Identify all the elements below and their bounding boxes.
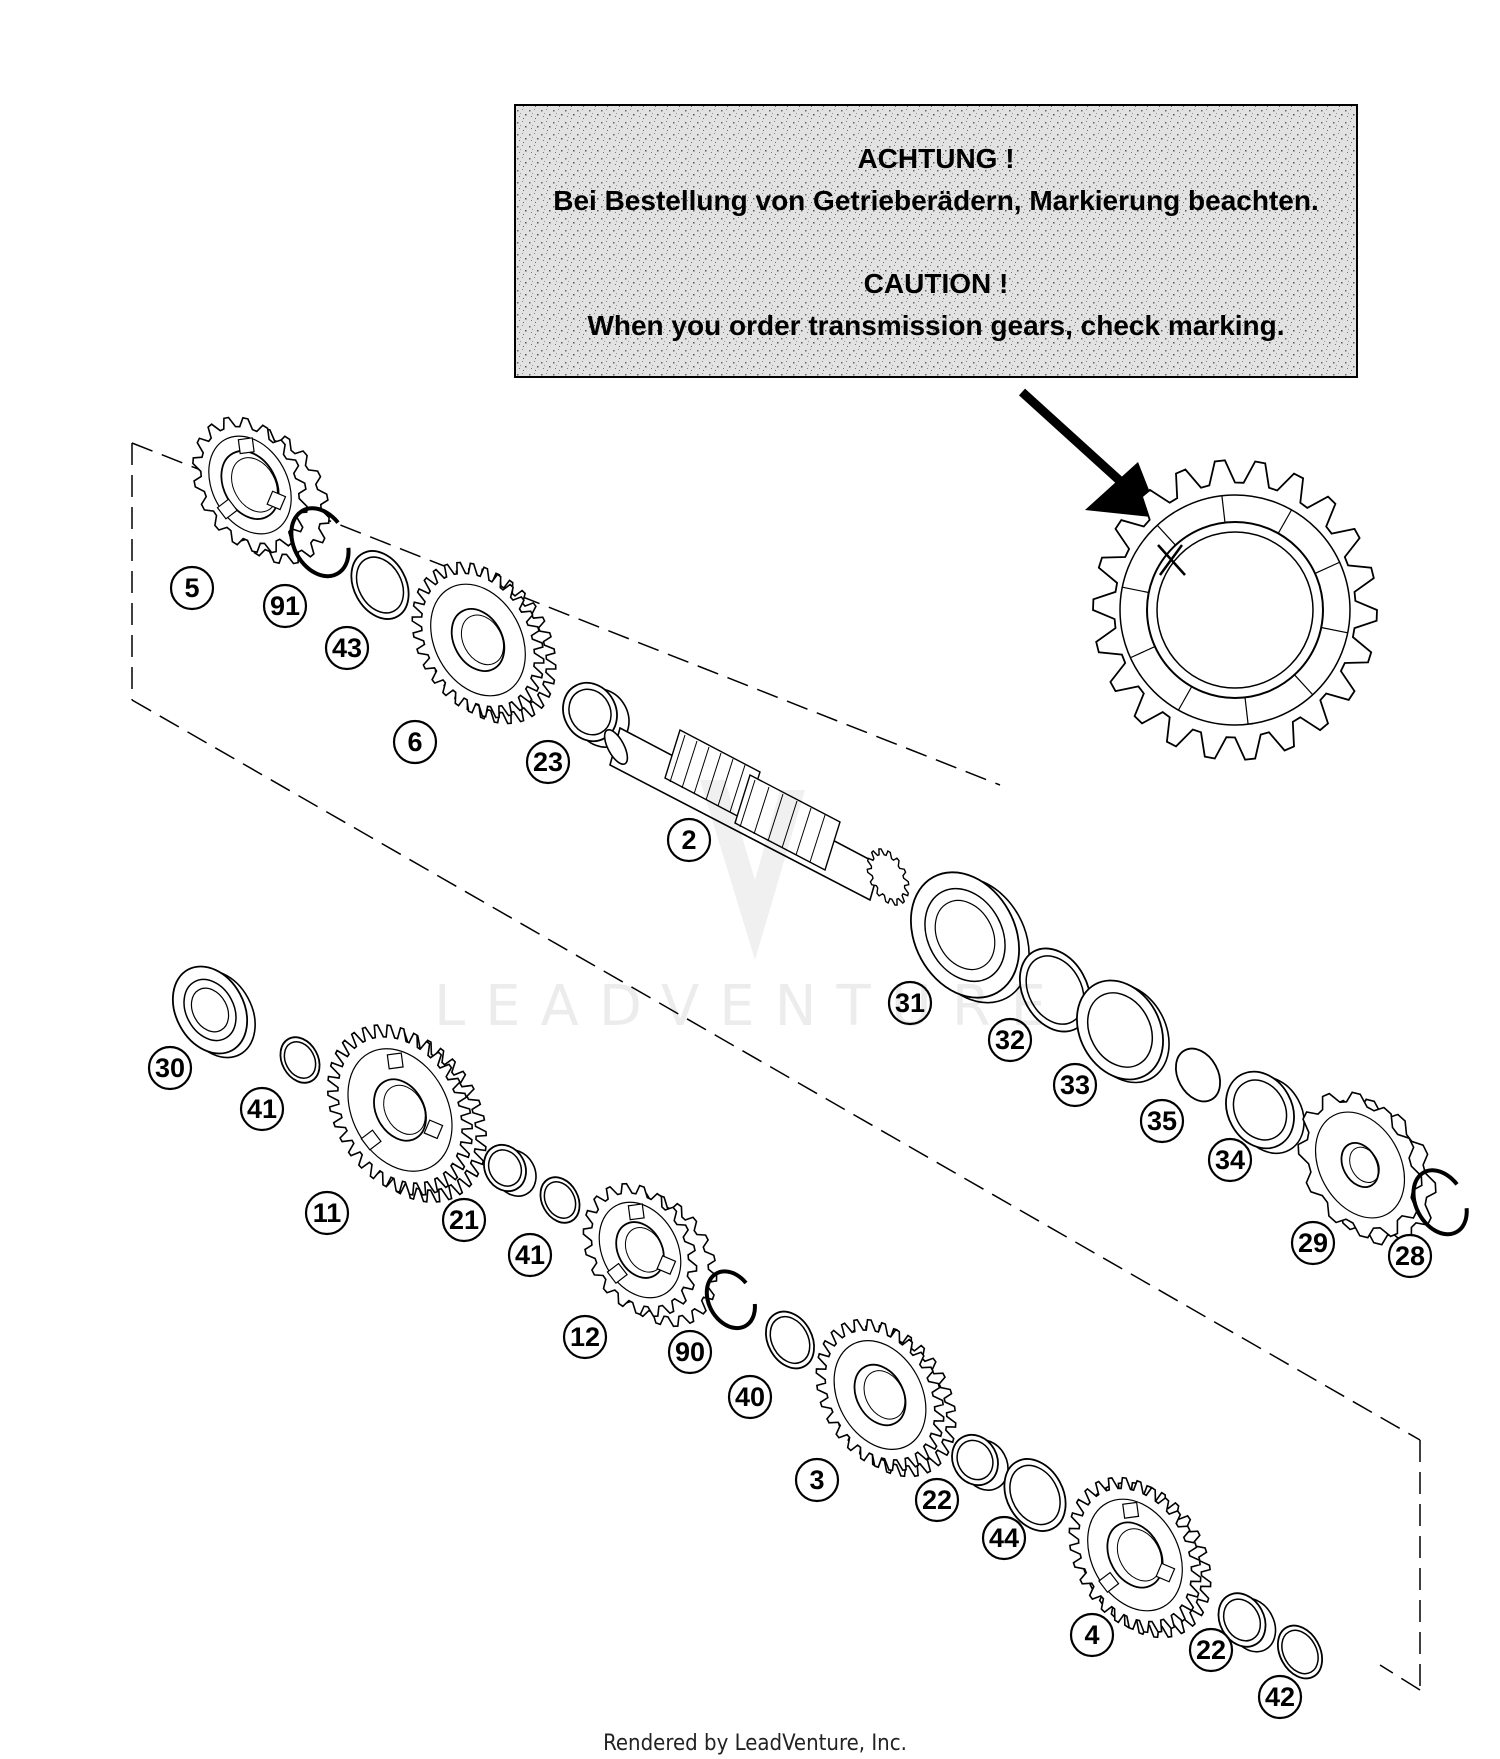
bushing-34: [1225, 1070, 1305, 1155]
circlip-28: [1411, 1168, 1469, 1237]
parts-layer: [171, 416, 1469, 1680]
callout-40: 40: [727, 1374, 773, 1420]
callout-28: 28: [1387, 1233, 1433, 1279]
callout-3: 3: [794, 1457, 840, 1503]
callout-11: 11: [304, 1190, 350, 1236]
callout-2: 2: [666, 817, 712, 863]
callout-label: 12: [570, 1322, 600, 1352]
callout-label: 29: [1298, 1228, 1328, 1258]
callout-label: 4: [1084, 1620, 1099, 1650]
callout-41: 41: [239, 1086, 285, 1132]
washer-42: [1277, 1624, 1323, 1680]
callout-label: 32: [995, 1025, 1025, 1055]
callout-22: 22: [1188, 1627, 1234, 1673]
marking-arrow: [1018, 388, 1160, 518]
gear-11: [326, 1024, 488, 1203]
callout-44: 44: [981, 1515, 1027, 1561]
callout-29: 29: [1290, 1220, 1336, 1266]
callout-32: 32: [987, 1017, 1033, 1063]
marked-gear-detail: [1092, 459, 1378, 761]
washer-43: [350, 550, 410, 620]
callout-label: 33: [1060, 1070, 1090, 1100]
caution-de-heading: ACHTUNG !: [857, 143, 1014, 174]
callout-label: 11: [313, 1198, 342, 1228]
callout-90: 90: [667, 1329, 713, 1375]
callout-label: 5: [184, 573, 199, 603]
callout-91: 91: [262, 583, 308, 629]
bearing-30: [171, 965, 256, 1059]
callout-label: 43: [332, 633, 362, 663]
caution-en-heading: CAUTION !: [864, 268, 1009, 299]
callout-6: 6: [392, 719, 438, 765]
watermark-text: LEADVENTURE: [434, 974, 1066, 1039]
callout-label: 28: [1395, 1241, 1425, 1271]
bearing-31: [910, 871, 1030, 1004]
callout-label: 34: [1215, 1145, 1245, 1175]
callout-12: 12: [562, 1314, 608, 1360]
gear-3: [815, 1318, 957, 1478]
callout-34: 34: [1207, 1137, 1253, 1183]
callout-label: 22: [922, 1485, 952, 1515]
bushing-23: [562, 681, 630, 748]
bushing-21: [483, 1143, 537, 1197]
callout-label: 30: [155, 1053, 185, 1083]
callout-22: 22: [914, 1477, 960, 1523]
callout-label: 41: [515, 1240, 545, 1270]
callout-label: 42: [1265, 1682, 1295, 1712]
assembly-outline: [131, 442, 1421, 1691]
callout-42: 42: [1257, 1674, 1303, 1720]
callout-label: 22: [1196, 1635, 1226, 1665]
gear-4: [1068, 1476, 1212, 1639]
oring-35: [1175, 1047, 1221, 1103]
callout-label: 21: [449, 1205, 479, 1235]
main-shaft-2: [603, 726, 910, 906]
gear-6: [411, 561, 557, 725]
callout-41: 41: [507, 1232, 553, 1278]
callout-label: 44: [989, 1523, 1019, 1553]
seal-33: [1076, 979, 1170, 1084]
circlip-91: [289, 506, 351, 579]
callout-label: 3: [809, 1465, 824, 1495]
washer-41b: [539, 1176, 581, 1224]
callout-label: 6: [407, 727, 422, 757]
callout-label: 91: [270, 591, 300, 621]
circlip-90: [704, 1269, 757, 1331]
callout-label: 23: [533, 747, 563, 777]
callout-35: 35: [1139, 1098, 1185, 1144]
washer-40: [765, 1310, 815, 1370]
washer-32: [1018, 947, 1092, 1033]
callout-label: 35: [1147, 1106, 1177, 1136]
gear-12: [582, 1182, 718, 1328]
callout-43: 43: [324, 625, 370, 671]
washer-44: [1003, 1458, 1067, 1532]
callout-33: 33: [1052, 1062, 1098, 1108]
bushing-22a: [951, 1433, 1009, 1491]
callout-23: 23: [525, 739, 571, 785]
callout-label: 31: [895, 988, 925, 1018]
callout-label: 40: [735, 1382, 765, 1412]
leadventure-watermark: LEADVENTURE: [434, 780, 1066, 1039]
caution-de-text: Bei Bestellung von Getrieberädern, Marki…: [553, 185, 1319, 216]
caution-en-text: When you order transmission gears, check…: [587, 310, 1284, 341]
sprocket-29: [1297, 1091, 1437, 1246]
callout-31: 31: [887, 980, 933, 1026]
caution-box: ACHTUNG ! Bei Bestellung von Getrieberäd…: [514, 104, 1358, 378]
callout-label: 2: [681, 825, 696, 855]
gear-5: [192, 416, 330, 565]
callout-4: 4: [1069, 1612, 1115, 1658]
callout-label: 90: [675, 1337, 705, 1367]
callout-5: 5: [169, 565, 215, 611]
washer-41a: [279, 1036, 321, 1084]
footer-credit: Rendered by LeadVenture, Inc.: [603, 1731, 907, 1756]
callout-21: 21: [441, 1197, 487, 1243]
callout-30: 30: [147, 1045, 193, 1091]
callout-label: 41: [247, 1094, 277, 1124]
bushing-22b: [1217, 1592, 1277, 1653]
